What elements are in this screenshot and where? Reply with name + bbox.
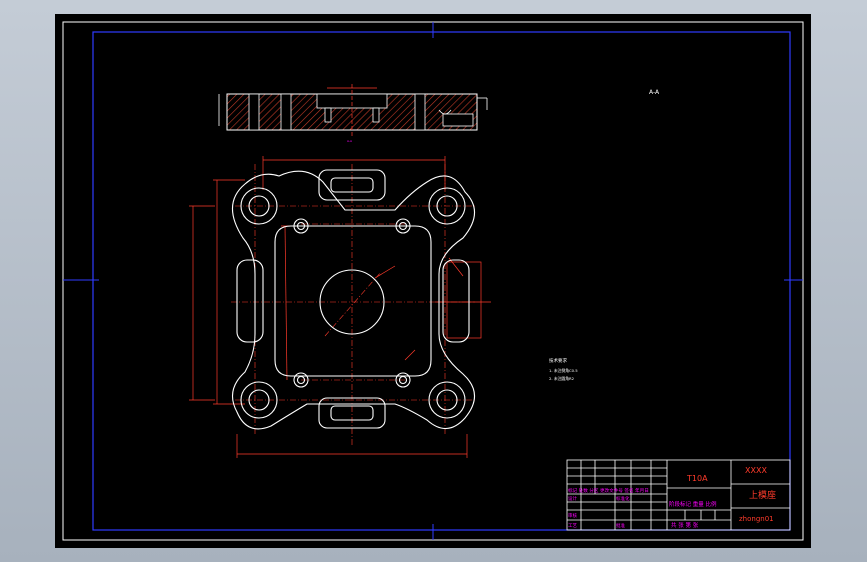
title-review: 审核	[568, 512, 577, 519]
title-approve: 批准	[616, 522, 625, 529]
title-material: T10A	[686, 474, 708, 483]
title-block	[566, 459, 791, 531]
svg-text:A-A: A-A	[347, 139, 353, 143]
title-standardization: 标准化	[616, 495, 630, 502]
cad-canvas: A-A A-A	[62, 21, 804, 541]
title-company-code: XXXX	[745, 466, 767, 475]
title-revision-row: 标记 处数 分区 更改文件号 签名 年月日	[568, 487, 649, 494]
note-line-1: 1. 未注倒角C0.5	[549, 368, 578, 373]
title-process: 工艺	[568, 523, 577, 529]
title-sheet-count: 共 张 第 张	[671, 521, 699, 529]
note-line-2: 2. 未注圆角R2	[549, 376, 575, 381]
plan-view	[189, 156, 491, 458]
title-drawing-no: zhongn01	[739, 515, 774, 523]
section-view: A-A	[218, 84, 488, 143]
centering-marks	[63, 22, 803, 540]
notes-heading: 技术要求	[549, 357, 567, 364]
title-design: 设计	[568, 495, 577, 502]
title-part-name: 上模座	[749, 489, 776, 501]
section-label: A-A	[649, 89, 660, 96]
title-stage-row: 阶段标记 重量 比例	[669, 500, 717, 508]
drawing-frame	[92, 31, 791, 531]
drawing-sheet: A-A A-A	[55, 14, 811, 548]
